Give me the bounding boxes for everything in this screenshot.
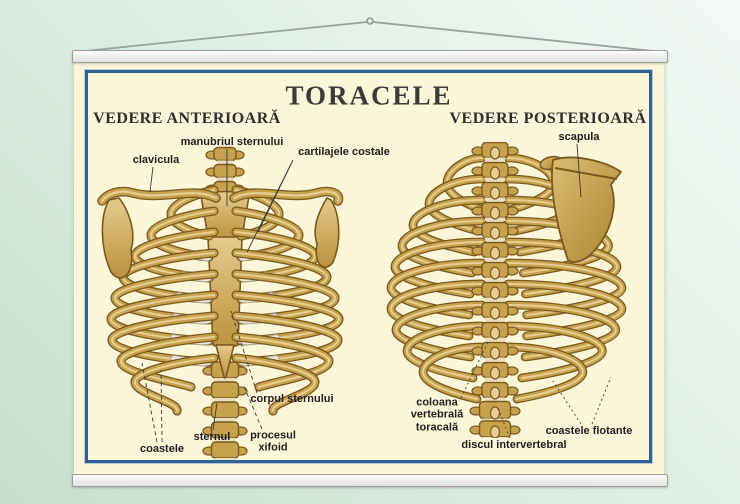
- hanger-ring-icon: [366, 17, 374, 25]
- right-scapula-edge: [314, 197, 340, 268]
- label-clavicula: clavicula: [132, 153, 180, 166]
- label-scapula: scapula: [558, 130, 600, 143]
- scapula-bone: [539, 155, 622, 263]
- ribs-and-cartilage: [106, 185, 344, 416]
- xiphoid-process-bone: [215, 344, 235, 379]
- posterior-ribs: [386, 153, 627, 404]
- posterior-ribcage-illustration: [386, 142, 627, 438]
- poster-frame: [85, 70, 652, 463]
- sternum-bones: [200, 190, 250, 379]
- string-left: [74, 21, 368, 53]
- poster-title: TORACELE: [285, 80, 453, 111]
- label-manubriul-sternului: manubriul sternului: [180, 135, 284, 148]
- anterior-ribcage-illustration: [97, 146, 344, 460]
- bottom-rail: [72, 474, 668, 487]
- heading-anterior: VEDERE ANTERIOARĂ: [93, 110, 281, 127]
- label-coloana-vertebrala-toracala: coloana vertebrală toracală: [410, 396, 464, 434]
- scapula-blade: [551, 156, 622, 263]
- label-cartilajele-costale: cartilajele costale: [298, 145, 390, 158]
- heading-posterior: VEDERE POSTERIOARĂ: [449, 110, 647, 127]
- thoracic-spine: [469, 142, 521, 438]
- label-coastele-flotante: coastele flotante: [545, 424, 633, 437]
- scapular-spine-ridge: [554, 167, 618, 180]
- label-procesul-xifoid: procesul xifoid: [250, 429, 296, 454]
- label-discul-intervertebral: discul intervertebral: [461, 438, 567, 451]
- left-scapula-edge: [101, 197, 134, 279]
- string-right: [372, 21, 664, 53]
- label-coastele: coastele: [139, 442, 185, 455]
- shoulder-bones: [101, 197, 340, 279]
- label-corpul-sternului: corpul sternului: [250, 392, 334, 405]
- label-sternul: sternul: [193, 430, 231, 443]
- top-rail: [72, 50, 668, 63]
- clavicles: [97, 186, 344, 206]
